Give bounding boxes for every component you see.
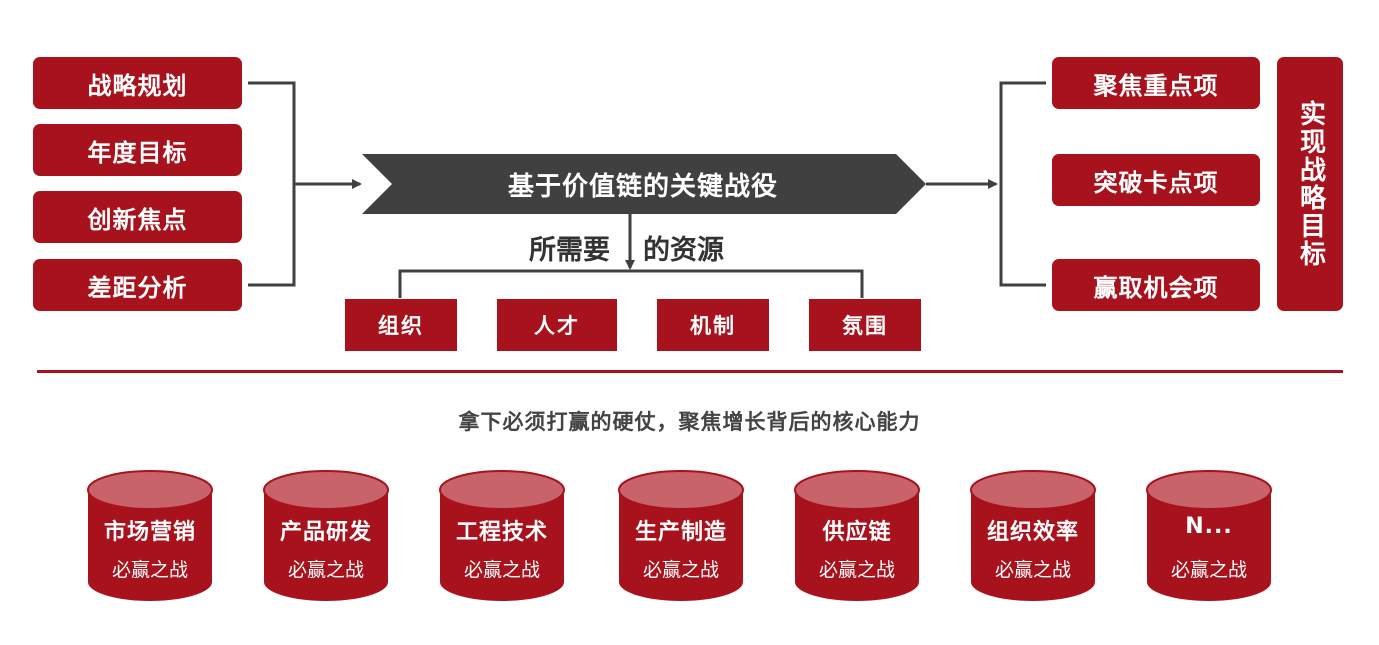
resource-atmosphere: 氛围 [809,299,921,351]
cylinder-shape [794,470,920,601]
resource-label-right: 的资源 [643,235,724,266]
cylinder-shape [618,470,744,601]
cylinder-shape [87,470,213,601]
cylinder-subtitle: 必赢之战 [642,559,719,581]
right-item-breakthrough: 突破卡点项 [1052,154,1260,206]
right-item-opportunity: 赢取机会项 [1052,259,1260,311]
section-divider [37,370,1343,373]
goal-box: 实现战略目标 [1277,57,1343,311]
cylinder-engineering: 工程技术 必赢之战 [439,470,565,602]
cylinder-shape [439,470,565,601]
section-subtitle: 拿下必须打赢的硬仗，聚焦增长背后的核心能力 [458,410,921,434]
cylinder-subtitle: 必赢之战 [463,559,540,581]
cylinder-shape [970,470,1096,601]
cylinder-title: 供应链 [822,520,892,545]
cylinder-org-efficiency: 组织效率 必赢之战 [970,470,1096,602]
left-item-strategic-planning: 战略规划 [33,57,242,109]
cylinder-title: 工程技术 [455,520,548,545]
resource-label-left: 所需要 [529,235,610,266]
cylinder-title: 生产制造 [634,520,727,545]
cylinder-title: 产品研发 [279,520,372,545]
banner-title: 基于价值链的关键战役 [507,171,778,202]
left-item-annual-goals: 年度目标 [33,124,242,176]
cylinder-title: 组织效率 [986,520,1079,545]
cylinder-subtitle: 必赢之战 [1170,559,1247,581]
cylinder-subtitle: 必赢之战 [994,559,1071,581]
resource-talent: 人才 [497,299,617,351]
cylinder-marketing: 市场营销 必赢之战 [87,470,213,602]
cylinder-title: N... [1185,514,1233,539]
cylinder-rnd: 产品研发 必赢之战 [263,470,389,602]
cylinder-title: 市场营销 [103,520,196,545]
resource-organization: 组织 [345,299,457,351]
cylinder-shape [263,470,389,601]
left-item-innovation-focus: 创新焦点 [33,191,242,243]
resource-mechanism: 机制 [657,299,769,351]
left-item-gap-analysis: 差距分析 [33,259,242,311]
cylinder-subtitle: 必赢之战 [818,559,895,581]
cylinder-shape [1146,470,1272,601]
banner-shape [362,154,926,214]
cylinder-subtitle: 必赢之战 [111,559,188,581]
cylinder-supply-chain: 供应链 必赢之战 [794,470,920,602]
right-item-focus-key: 聚焦重点项 [1052,57,1260,109]
cylinder-subtitle: 必赢之战 [287,559,364,581]
cylinder-n: N... 必赢之战 [1146,470,1272,602]
cylinder-manufacturing: 生产制造 必赢之战 [618,470,744,602]
